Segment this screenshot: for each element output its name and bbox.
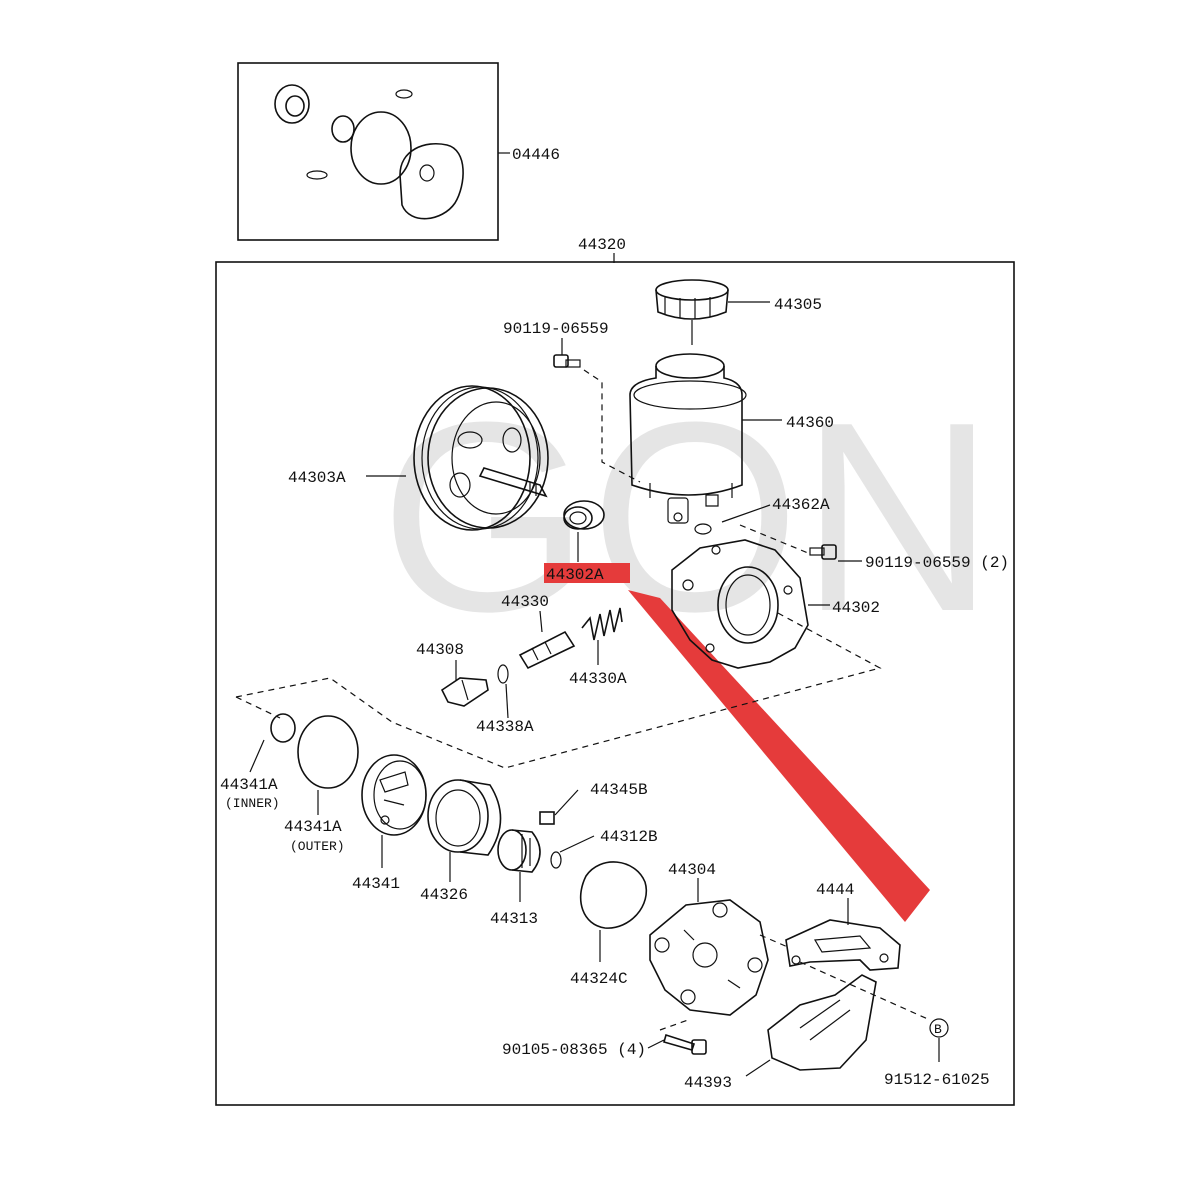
kit-small-ring — [395, 89, 413, 99]
gasket-44324C — [579, 861, 648, 929]
label-44360: 44360 — [786, 414, 834, 432]
label-90105: 90105-08365 (4) — [502, 1041, 646, 1059]
label-outer-note: (OUTER) — [290, 839, 345, 854]
bolt-90119-right — [809, 544, 837, 560]
pulley-shaft — [413, 385, 549, 531]
o-ring-44341A-outer — [297, 715, 359, 789]
valve-spring — [581, 607, 623, 641]
label-44341A-outer: 44341A — [284, 818, 342, 836]
label-44330A: 44330A — [569, 670, 627, 688]
o-ring-44341A-inner — [270, 713, 296, 743]
label-44341A-inner: 44341A — [220, 776, 278, 794]
pump-housing — [671, 539, 809, 669]
label-44320: 44320 — [578, 236, 626, 254]
reservoir-cap — [655, 279, 729, 345]
bolt-90119-top — [553, 354, 581, 368]
b-marker-text: B — [934, 1022, 942, 1037]
kit-oil-seal-inner — [285, 95, 305, 117]
bracket-upper — [785, 919, 901, 971]
kit-o-ring-large — [350, 111, 412, 185]
rotor — [497, 829, 541, 873]
label-44313: 44313 — [490, 910, 538, 928]
label-44326: 44326 — [420, 886, 468, 904]
snap-ring-44312B — [550, 851, 562, 869]
seal-kit-group: 04446 — [237, 62, 560, 241]
label-44305: 44305 — [774, 296, 822, 314]
rear-housing — [649, 899, 769, 1016]
union-fitting — [440, 677, 489, 707]
bracket-lower — [767, 974, 877, 1071]
reservoir — [629, 353, 747, 524]
seal-kit-frame — [237, 62, 499, 241]
label-04446: 04446 — [512, 146, 560, 164]
label-44338A: 44338A — [476, 718, 534, 736]
label-91512: 91512-61025 — [884, 1071, 990, 1089]
side-plate — [361, 754, 427, 836]
assembly-frame — [215, 261, 1015, 1106]
label-4444: 4444 — [816, 881, 854, 899]
dashed-guide — [235, 611, 882, 769]
label-44341: 44341 — [352, 875, 400, 893]
red-pointer-arrow — [628, 590, 930, 922]
bearing-44302A — [563, 500, 605, 530]
highlight-box — [544, 563, 630, 583]
kit-o-ring-small — [331, 115, 355, 143]
label-44308: 44308 — [416, 641, 464, 659]
kit-gasket-hole — [419, 164, 435, 182]
label-inner-note: (INNER) — [225, 796, 280, 811]
bolt-90105 — [663, 1033, 707, 1055]
label-44304: 44304 — [668, 861, 716, 879]
label-44330: 44330 — [501, 593, 549, 611]
label-44303A: 44303A — [288, 469, 346, 487]
o-ring-44338A — [497, 664, 509, 684]
kit-oil-seal-outer — [274, 84, 310, 124]
label-44324C: 44324C — [570, 970, 628, 988]
b-marker-circle — [929, 1018, 949, 1038]
label-90119-top: 90119-06559 — [503, 320, 609, 338]
o-ring-44362A — [694, 523, 712, 535]
kit-tiny-ring — [306, 170, 328, 180]
kit-gasket — [399, 143, 464, 220]
label-44362A: 44362A — [772, 496, 830, 514]
label-44302: 44302 — [832, 599, 880, 617]
label-44393: 44393 — [684, 1074, 732, 1092]
label-44312B: 44312B — [600, 828, 658, 846]
pin-44345B — [539, 811, 555, 825]
label-44345B: 44345B — [590, 781, 648, 799]
label-44302A: 44302A — [546, 566, 604, 584]
label-90119-right: 90119-06559 (2) — [865, 554, 1009, 572]
flow-valve — [518, 630, 576, 670]
cam-ring — [427, 779, 502, 856]
